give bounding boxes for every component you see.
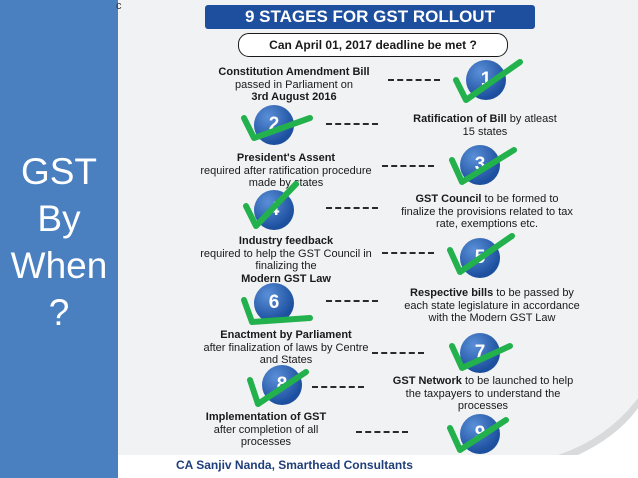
stage-9-badge: 9: [460, 414, 500, 454]
stage-4-text: GST Council to be formed to finalize the…: [401, 193, 573, 230]
infographic-subtitle: Can April 01, 2017 deadline be met ?: [238, 33, 508, 57]
stage-4-badge: 4: [254, 190, 294, 230]
stage-4-connector: [326, 207, 378, 209]
slide-title: GST By When ?: [10, 151, 108, 333]
stage-2-badge: 2: [254, 105, 294, 145]
sidebar-panel: GST By When ?: [0, 0, 118, 478]
stage-7-badge: 7: [460, 333, 500, 373]
stage-2-connector: [326, 123, 378, 125]
infographic-frame: [118, 0, 638, 455]
stage-5-connector: [382, 252, 434, 254]
infographic-banner: 9 STAGES FOR GST ROLLOUT: [205, 5, 535, 29]
stage-5-text: Industry feedback required to help the G…: [200, 235, 372, 285]
stage-1-text: Constitution Amendment Bill passed in Pa…: [218, 66, 370, 103]
stage-6-badge: 6: [254, 283, 294, 323]
stage-8-text: GST Network to be launched to help the t…: [392, 375, 574, 412]
stage-7-connector: [372, 352, 424, 354]
stage-6-text: Respective bills to be passed by each st…: [404, 287, 580, 324]
stage-9-connector: [356, 431, 408, 433]
stage-8-badge: 8: [262, 365, 302, 405]
stage-3-badge: 3: [460, 145, 500, 185]
stage-9-text: Implementation of GST after completion o…: [205, 411, 327, 448]
stage-5-badge: 5: [460, 238, 500, 278]
stage-8-connector: [312, 386, 364, 388]
page-curl-decoration: [558, 398, 638, 455]
stage-7-text: Enactment by Parliament after finalizati…: [203, 329, 369, 366]
stage-2-text: Ratification of Bill by atleast 15 state…: [413, 113, 557, 138]
corner-mark: c: [116, 0, 122, 12]
stage-1-badge: 1: [466, 60, 506, 100]
stage-3-text: President's Assent required after ratifi…: [200, 152, 372, 189]
stage-1-connector: [388, 79, 440, 81]
stage-3-connector: [382, 165, 434, 167]
footer-credit: CA Sanjiv Nanda, Smarthead Consultants: [176, 458, 413, 472]
stage-6-connector: [326, 300, 378, 302]
